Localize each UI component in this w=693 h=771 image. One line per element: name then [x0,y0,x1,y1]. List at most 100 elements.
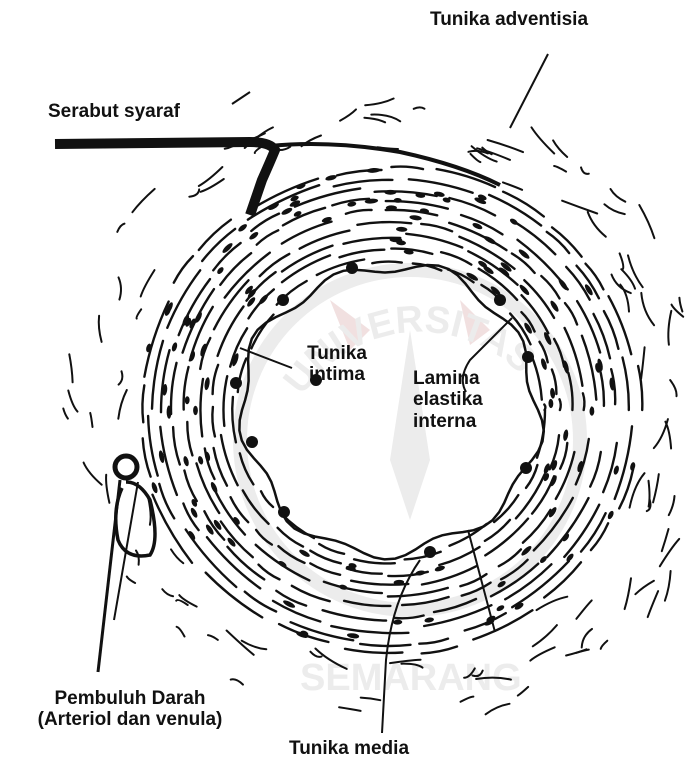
media-fiber-segment [346,210,372,214]
nucleus [258,293,270,305]
media-fiber-segment [206,573,263,618]
adventitia-fiber [530,647,554,660]
label-pembuluh-line1: Pembuluh Darah [6,688,254,709]
adventitia-fiber [118,390,127,419]
media-fiber-segment [357,222,411,225]
media-fiber-segment [179,279,210,335]
media-fiber-segment [340,250,385,258]
nucleus [548,399,553,408]
adventitia-fiber [227,631,254,655]
endothelial-nucleus [424,546,436,558]
adventitia-fiber [662,529,669,551]
media-fiber-segment [459,237,514,269]
media-fiber-segment [419,639,448,644]
adventitia-fiber [69,354,72,382]
nucleus [237,223,248,233]
adventitia-fiber [660,539,679,566]
media-fiber-segment [577,301,600,352]
adventitia-fiber [177,627,185,637]
media-fiber-segment [291,622,354,640]
adventitia-fiber [365,99,393,106]
adventitia-fiber [653,474,659,502]
endothelial-nucleus [230,377,242,389]
media-fiber-segment [213,365,219,394]
media-fiber-segment [223,376,227,426]
nucleus [221,242,234,255]
adventitia-fiber [533,625,557,646]
nucleus [393,620,403,625]
label-lamina-elastika-interna: Lamina elastika interna [413,368,483,432]
adventitia-fiber [486,704,510,715]
media-fiber-segment [623,358,629,411]
nucleus [298,548,311,558]
nucleus [557,278,569,292]
adventitia-fiber [339,707,361,711]
adventitia-fiber [119,277,122,299]
media-fiber-segment [566,267,590,300]
nucleus [613,465,620,475]
adventitia-fiber [136,309,141,318]
nucleus [496,604,506,612]
adventitia-fiber [201,179,224,192]
nucleus [424,617,434,623]
nucleus [483,235,497,246]
media-fiber-segment [583,393,585,410]
label-lamina-line2: elastika [413,389,483,410]
adventitia-fiber [641,293,654,325]
media-fiber-segment [300,231,350,249]
nucleus [396,227,408,233]
adventitia-fiber [106,475,109,503]
media-fiber-segment [590,452,601,487]
adventitia-fiber [162,589,173,596]
adventitia-fiber [414,107,425,108]
adventitia-fiber [665,571,671,601]
media-fiber-segment [560,399,561,410]
nucleus [550,388,556,399]
endothelial-nucleus [494,294,506,306]
adventitia-fiber [189,189,199,196]
adventitia-fiber [604,204,624,214]
nucleus [216,266,225,275]
nucleus [384,190,396,195]
media-fiber-segment [375,191,437,196]
adventitia-fiber [117,224,124,232]
media-fiber-segment [142,385,144,422]
nucleus [607,510,615,520]
adventitia-fiber [488,140,523,152]
media-fiber-segment [372,262,402,264]
media-fiber-segment [388,588,448,597]
adventitia-fiber [90,413,92,427]
media-fiber-segment [257,230,279,244]
endothelial-nucleus [246,436,258,448]
adventitia-fiber [668,311,671,345]
serabut-syaraf-nerve-fiber [55,142,275,215]
media-fiber-segment [512,220,556,254]
nucleus [171,342,178,352]
nucleus [562,429,568,441]
media-fiber-segment [531,355,542,400]
adventitia-fiber [670,380,676,396]
media-fiber-segment [174,256,193,283]
media-fiber-segment [409,179,473,193]
adventitia-fiber [141,270,155,296]
adventitia-fiber [84,463,102,485]
nucleus [589,407,594,416]
adventitia-fiber [340,109,356,120]
label-tunika-intima-line2: intima [292,364,382,385]
nucleus [629,462,636,471]
media-fiber-segment [334,180,393,187]
nucleus [325,174,337,181]
adventitia-fiber [620,253,624,269]
nucleus [204,377,211,391]
media-fiber-segment [422,566,476,584]
adventitia-fiber [679,298,682,312]
media-fiber-segment [544,405,545,411]
media-fiber-segment [143,438,151,476]
adventitia-fiber [635,581,654,594]
adventitia-fiber [471,154,481,162]
media-fiber-segment [391,167,423,170]
adventitia-fiber [611,189,626,202]
label-tunika-media: Tunika media [289,738,409,759]
adventitia-fiber [231,679,243,684]
